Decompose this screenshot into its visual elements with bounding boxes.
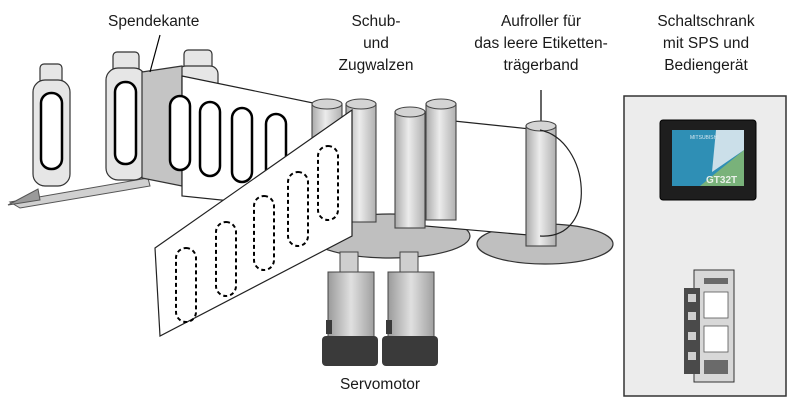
hmi-panel: MITSUBISHI GT32T <box>659 119 757 201</box>
servomotor-right <box>382 251 438 366</box>
label-dispensing-edge: Spendekante <box>108 13 199 30</box>
label-cabinet-line-1: Schaltschrank <box>657 13 755 30</box>
label-rollers-line-3: Zugwalzen <box>339 57 414 74</box>
label-rewinder-line-3: trägerband <box>504 57 579 74</box>
label-rewinder-line-2: das leere Etiketten- <box>474 35 608 52</box>
front-band <box>154 108 353 337</box>
label-rewinder-line-1: Aufroller für <box>501 13 581 30</box>
label-cabinet: Schaltschrank mit SPS und Bediengerät <box>657 13 755 74</box>
label-rollers-line-2: und <box>363 35 389 52</box>
plc-module <box>684 269 735 383</box>
rewinder-spool <box>525 90 582 247</box>
label-rewinder: Aufroller für das leere Etiketten- träge… <box>474 13 608 74</box>
servomotor-left <box>322 251 378 366</box>
label-cabinet-line-2: mit SPS und <box>663 35 749 52</box>
bottle-left <box>32 63 71 187</box>
label-rollers: Schub- und Zugwalzen <box>339 13 414 74</box>
bottle-center <box>105 51 147 181</box>
label-servomotor: Servomotor <box>340 376 420 393</box>
label-cabinet-line-3: Bediengerät <box>664 57 748 74</box>
hmi-model-label: GT32T <box>706 175 737 186</box>
svg-text:MITSUBISHI: MITSUBISHI <box>690 135 719 141</box>
label-rollers-line-1: Schub- <box>351 13 400 30</box>
conveyor-arrow <box>7 177 151 209</box>
